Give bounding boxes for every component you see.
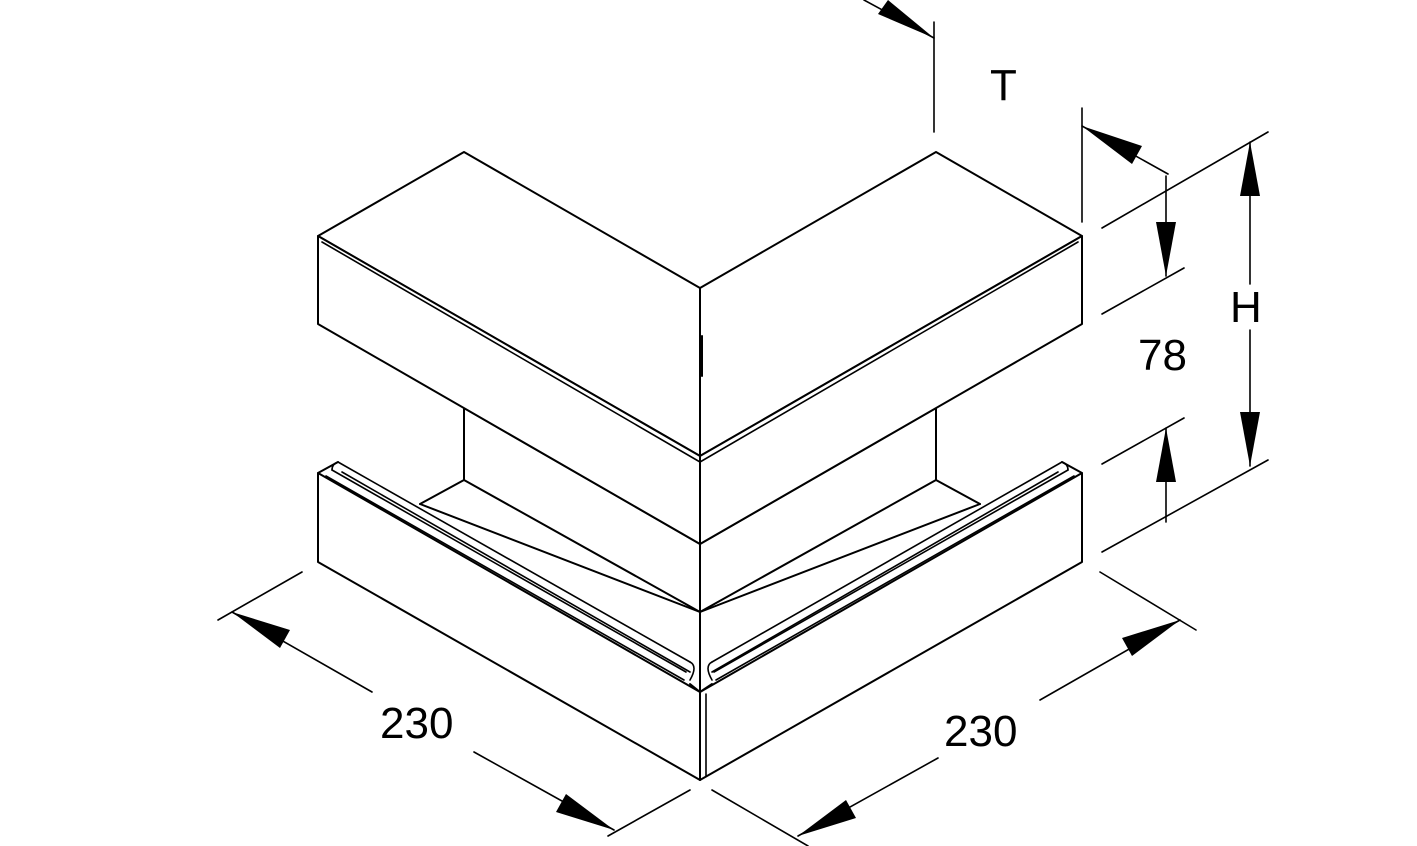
dimension-thickness — [863, 0, 1169, 223]
lid-right-face — [699, 235, 1083, 545]
label-base-height: 78 — [1138, 331, 1187, 380]
label-length-right: 230 — [944, 707, 1017, 756]
label-thickness: T — [990, 61, 1017, 110]
base-tray — [317, 461, 1083, 781]
lid — [317, 151, 1083, 545]
label-length-left: 230 — [380, 699, 453, 748]
dimension-length-left — [217, 571, 691, 837]
inner-core — [419, 407, 981, 693]
label-height: H — [1230, 283, 1262, 332]
dimension-length-right — [711, 571, 1197, 846]
dimension-height — [1101, 131, 1269, 553]
